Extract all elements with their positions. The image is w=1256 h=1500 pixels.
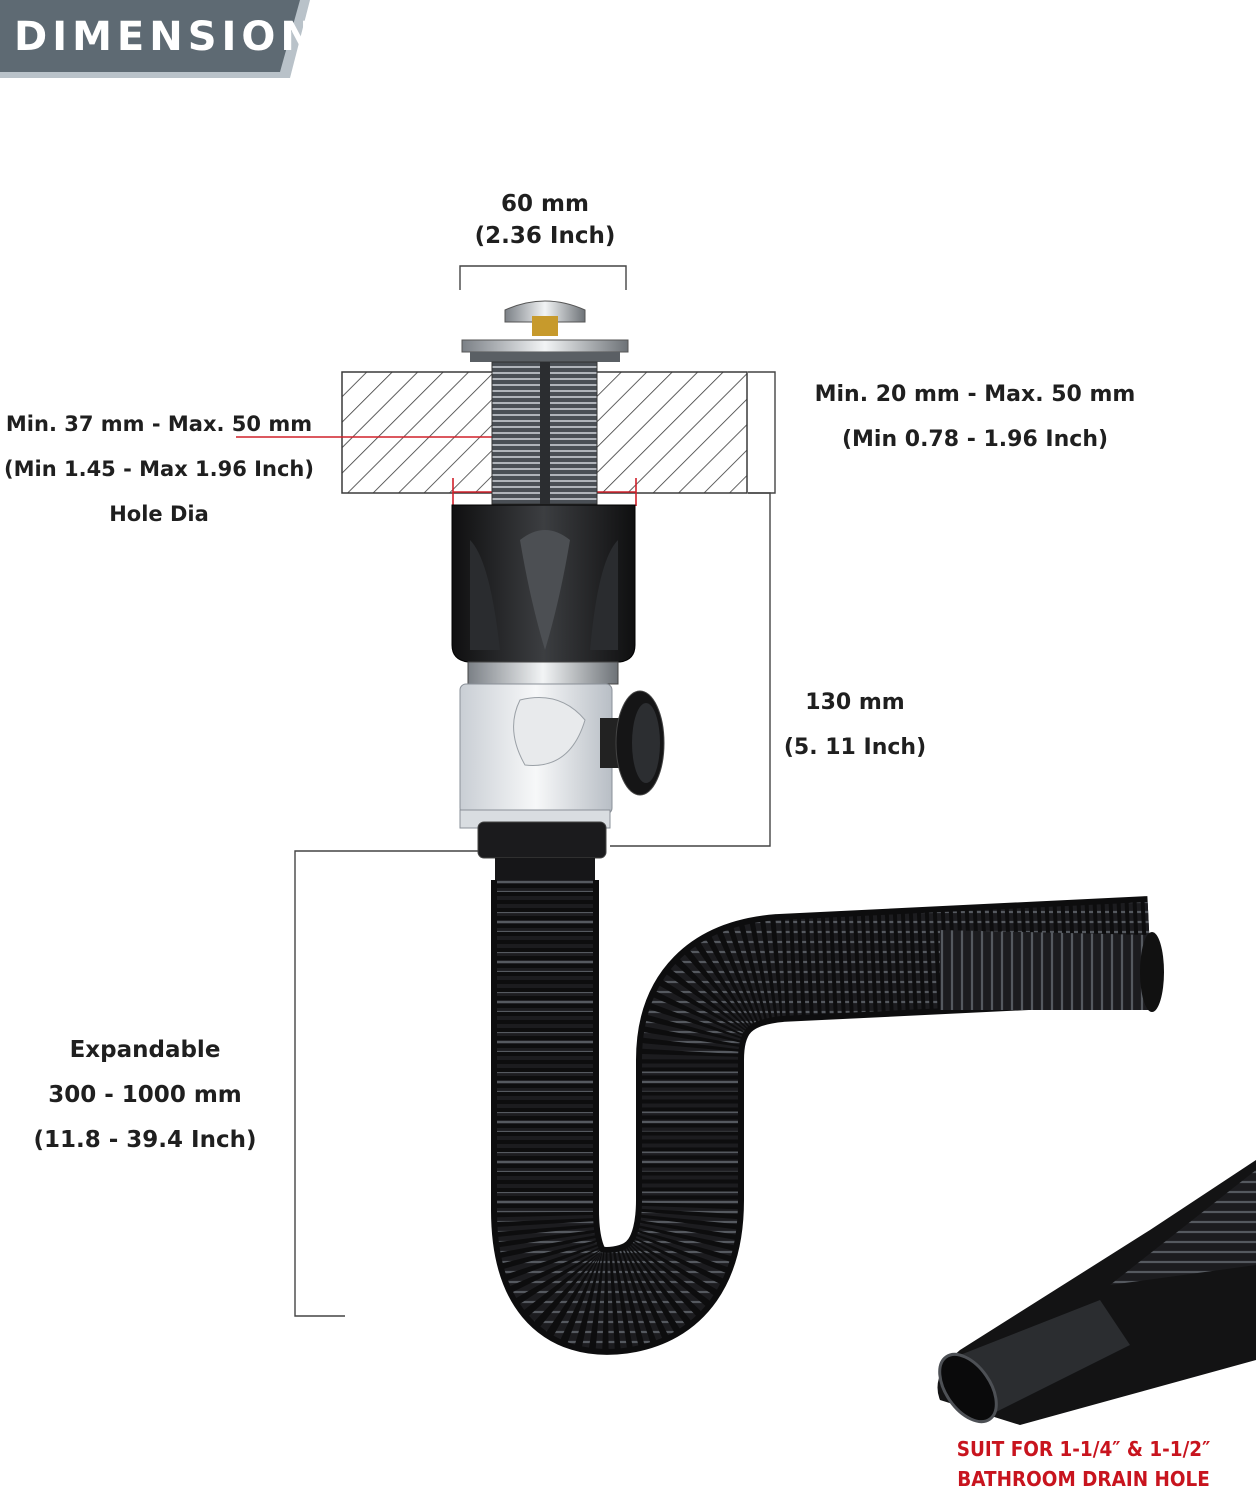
dim-hole-diameter-label: Hole Dia	[109, 502, 209, 526]
corrugated-hose-icon	[477, 821, 1164, 1355]
dim-counter-thickness: Min. 20 mm - Max. 50 mm (Min 0.78 - 1.96…	[800, 372, 1150, 462]
drain-body-icon	[451, 504, 636, 829]
dim-hole-diameter-metric: Min. 37 mm - Max. 50 mm	[5, 412, 313, 436]
dim-body-height-metric: 130 mm	[805, 690, 905, 715]
dim-opening-width-metric: 60 mm	[501, 191, 589, 217]
dim-counter-thickness-metric: Min. 20 mm - Max. 50 mm	[814, 382, 1136, 407]
banner-shape-icon	[0, 0, 310, 78]
dim-counter-thickness-imperial: (Min 0.78 - 1.96 Inch)	[841, 427, 1109, 452]
hose-end-inset-icon	[937, 1160, 1256, 1425]
dimension-banner: DIMENSION	[0, 0, 314, 78]
dim-hose-length-metric: 300 - 1000 mm	[48, 1082, 242, 1108]
dim-hose-length: Expandable 300 - 1000 mm (11.8 - 39.4 In…	[20, 1028, 270, 1163]
dim-body-height-imperial: (5. 11 Inch)	[783, 735, 927, 760]
dim-hose-length-imperial: (11.8 - 39.4 Inch)	[33, 1127, 257, 1153]
compatibility-note: SUIT FOR 1-1/4″ & 1-1/2″ BATHROOM DRAIN …	[940, 1434, 1227, 1494]
dim-hole-diameter: Min. 37 mm - Max. 50 mm (Min 1.45 - Max …	[0, 402, 318, 537]
dim-hose-length-label: Expandable	[69, 1037, 221, 1063]
dim-hole-diameter-imperial: (Min 1.45 - Max 1.96 Inch)	[4, 457, 314, 481]
dimension-lines	[294, 265, 776, 1317]
banner-title: DIMENSION	[14, 14, 319, 60]
dim-opening-width: 60 mm (2.36 Inch)	[440, 188, 650, 252]
dim-opening-width-imperial: (2.36 Inch)	[474, 223, 616, 249]
compatibility-note-line1: SUIT FOR 1-1/4″ & 1-1/2″	[956, 1437, 1211, 1461]
pop-up-stopper-icon	[461, 300, 629, 505]
overflow-cap-icon	[600, 690, 665, 796]
dim-body-height: 130 mm (5. 11 Inch)	[770, 680, 940, 770]
compatibility-note-line2: BATHROOM DRAIN HOLE	[957, 1467, 1210, 1491]
